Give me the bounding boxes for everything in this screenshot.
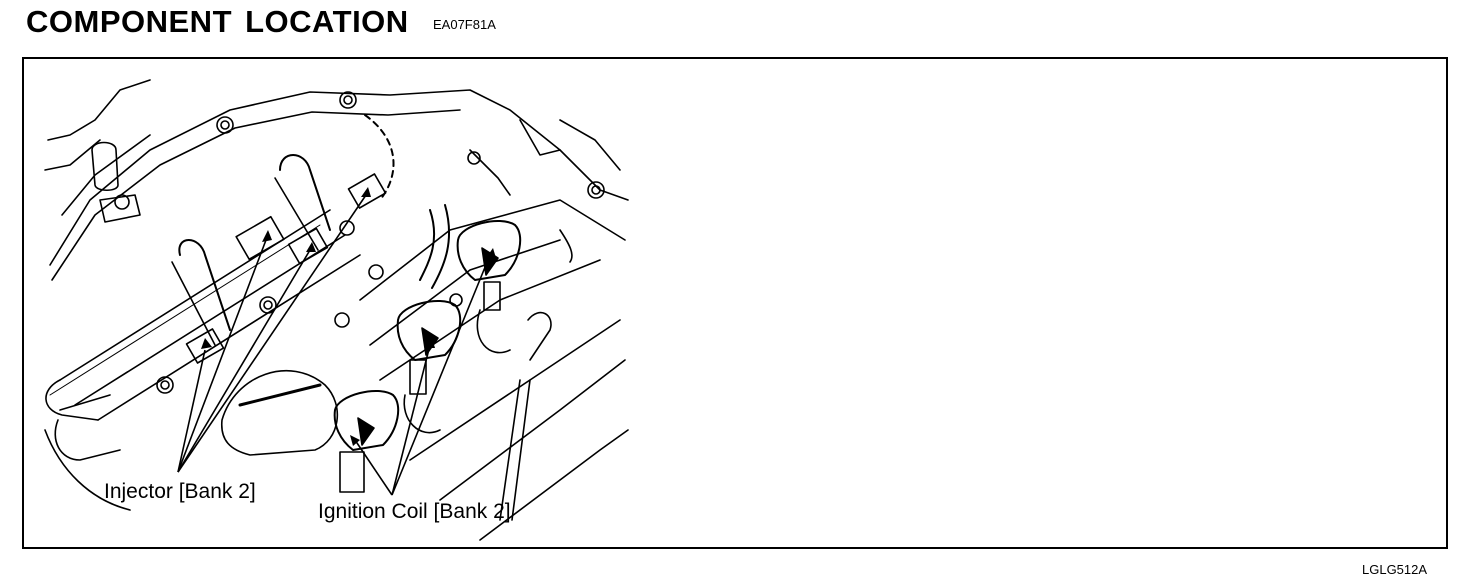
figure-code: LGLG512A	[1362, 562, 1428, 577]
callout-ignition-coil-label: Ignition Coil [Bank 2]	[318, 500, 511, 523]
figure-frame	[22, 57, 1448, 549]
page-title: COMPONENT LOCATION	[26, 4, 409, 39]
section-code: EA07F81A	[433, 17, 496, 32]
callout-injector-label: Injector [Bank 2]	[104, 480, 256, 503]
